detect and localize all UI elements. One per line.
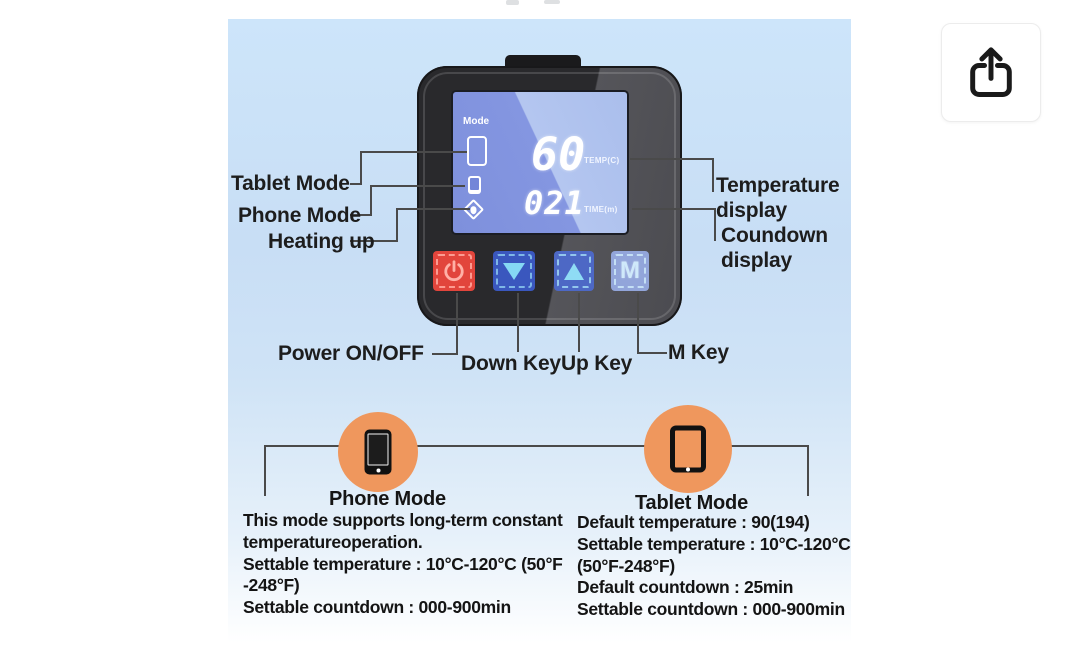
phone-mode-badge (338, 412, 418, 492)
callout-line-tablet-mode (360, 151, 467, 153)
callout-line-phone-mode (350, 214, 372, 216)
phone-mode-line: This mode supports long-term constant (243, 510, 563, 530)
m-key-button: M (611, 251, 649, 291)
phone-mode-line: Settable temperature : 10°C-120°C (50°F (243, 553, 563, 574)
callout-up-key: Up Key (561, 352, 633, 375)
share-button[interactable] (941, 23, 1041, 122)
tablet-mode-line: Settable countdown : 000-900min (577, 599, 845, 620)
callout-line-countdown-display (714, 208, 716, 241)
callout-phone-mode: Phone Mode (238, 204, 361, 227)
mode-section-bracket (807, 445, 809, 496)
callout-line-heating-up (396, 208, 470, 210)
up-arrow-icon (564, 262, 584, 280)
callout-line-m-key (637, 293, 639, 354)
tablet-icon (670, 425, 706, 473)
mode-section-bracket (264, 445, 809, 447)
callout-line-m-key (637, 352, 667, 354)
callout-line-down-key (517, 293, 519, 352)
callout-down-key: Down Key (461, 352, 561, 375)
tablet-mode-badge (644, 405, 732, 493)
down-arrow-icon (503, 262, 525, 280)
callout-heating-up: Heating up (268, 230, 375, 253)
phone-mode-line: -248°F) (243, 575, 300, 596)
callout-countdown-display: Coundown display (721, 223, 828, 273)
tablet-mode-line: Default countdown : 25min (577, 577, 794, 598)
callout-line-power (432, 353, 458, 355)
m-key-glyph: M (620, 257, 640, 284)
callout-temperature-display: Temperature display (716, 173, 840, 223)
callout-power-on-off: Power ON/OFF (278, 342, 424, 365)
phone-mode-indicator-icon (468, 176, 481, 194)
lcd-temperature-unit: TEMP(C) (584, 156, 620, 165)
callout-temperature-display-line2: display (716, 199, 787, 222)
phone-mode-line: Settable countdown : 000-900min (243, 597, 511, 618)
tablet-mode-line: (50°F-248°F) (577, 555, 675, 576)
callout-line-power (456, 293, 458, 355)
lcd-countdown-unit: TIME(m) (584, 205, 618, 214)
callout-line-heating-up (396, 208, 398, 242)
callout-line-temperature-display (630, 158, 714, 160)
callout-temperature-display-line1: Temperature (716, 174, 840, 197)
down-key-button (493, 251, 535, 291)
share-icon (970, 46, 1012, 97)
callout-line-up-key (578, 293, 580, 352)
power-button (433, 251, 475, 291)
callout-tablet-mode: Tablet Mode (231, 172, 350, 195)
phone-mode-title: Phone Mode (329, 488, 446, 510)
callout-m-key: M Key (668, 341, 729, 364)
lcd-countdown-value: 021 (524, 184, 585, 222)
cropped-text-remnant (506, 0, 519, 5)
tablet-mode-description: Default temperature : 90(194) Settable t… (577, 512, 851, 621)
callout-countdown-display-line1: Coundown (721, 224, 828, 247)
callout-line-tablet-mode (360, 151, 362, 185)
callout-line-phone-mode (370, 185, 372, 216)
phone-mode-line: temperatureoperation. (243, 531, 423, 552)
power-icon (444, 260, 464, 282)
callout-line-temperature-display (712, 158, 714, 192)
callout-line-countdown-display (632, 208, 716, 210)
up-key-button (554, 251, 594, 291)
phone-mode-description: This mode supports long-term constant te… (243, 510, 563, 619)
lcd-screen: Mode 60 TEMP(C) 021 TIME(m) (453, 92, 627, 233)
tablet-mode-line: Default temperature : 90(194) (577, 512, 810, 532)
callout-line-tablet-mode (350, 183, 362, 185)
tablet-mode-line: Settable temperature : 10°C-120°C (577, 533, 851, 554)
lcd-mode-label: Mode (463, 116, 490, 127)
mode-section-bracket (264, 445, 266, 496)
device-bezel (423, 72, 676, 320)
tablet-mode-indicator-icon (467, 136, 487, 166)
tablet-mode-title: Tablet Mode (635, 492, 748, 514)
smartphone-icon (364, 429, 392, 475)
callout-line-phone-mode (370, 185, 465, 187)
lcd-temperature-value: 60 (531, 128, 586, 181)
callout-countdown-display-line2: display (721, 249, 792, 272)
callout-line-heating-up (350, 240, 398, 242)
heat-controller-device: Mode 60 TEMP(C) 021 TIME(m) M (417, 66, 682, 326)
cropped-text-remnant (544, 0, 560, 4)
